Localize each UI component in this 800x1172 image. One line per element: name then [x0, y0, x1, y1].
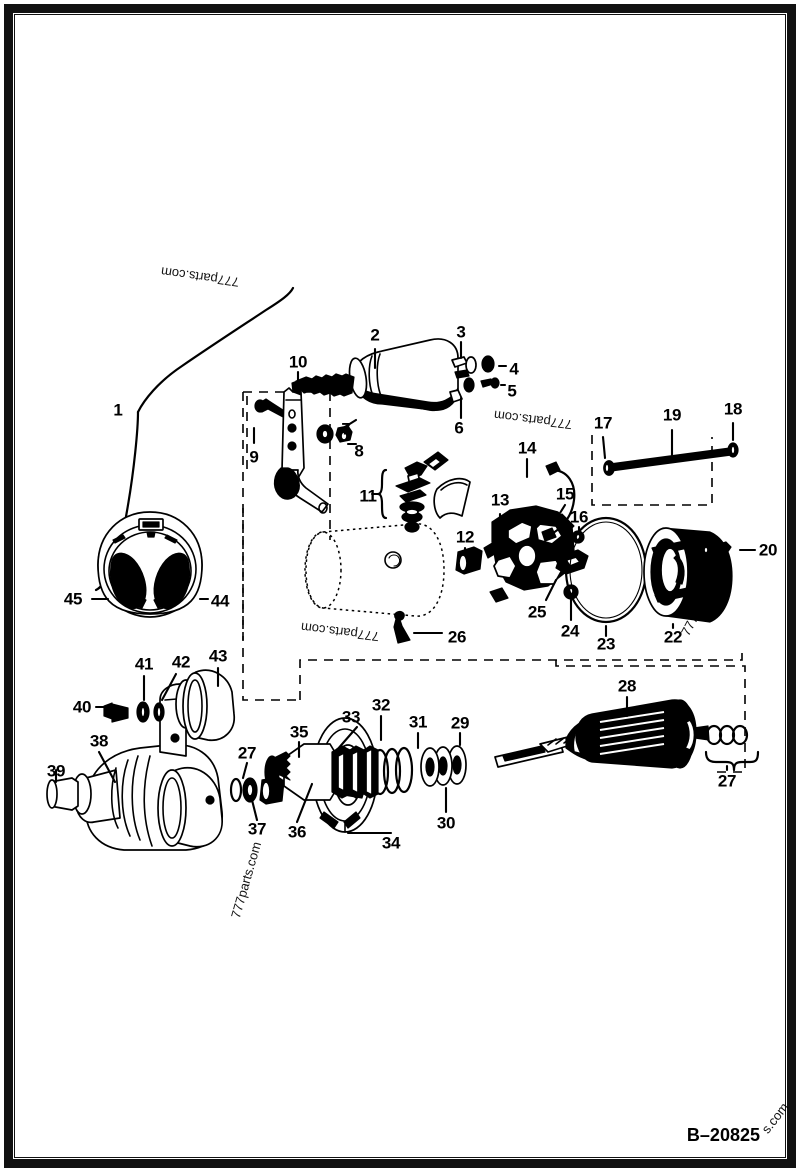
callout-1: 1 — [113, 400, 123, 420]
callout-29: 29 — [450, 713, 470, 733]
callout-45: 45 — [63, 589, 83, 609]
callout-25: 25 — [527, 602, 547, 622]
parts-17-19-through-bolt — [601, 421, 739, 476]
group-box-upper-right — [591, 435, 713, 506]
callout-7: 7 — [341, 419, 351, 439]
callout-35: 35 — [289, 722, 309, 742]
page-border-inner — [14, 14, 786, 1158]
callout-12: 12 — [455, 527, 475, 547]
callout-24: 24 — [560, 621, 580, 641]
group-box-lower-right — [555, 660, 746, 773]
part-39-bushing — [46, 768, 79, 811]
page-border-outer — [4, 4, 796, 1168]
part-38-drive-housing — [72, 669, 235, 851]
callout-18: 18 — [723, 399, 743, 419]
callout-13: 13 — [490, 490, 510, 510]
callout-4: 4 — [509, 359, 519, 379]
callout-5: 5 — [507, 381, 517, 401]
callout-22: 22 — [663, 627, 683, 647]
callout-10: 10 — [288, 352, 308, 372]
callout-26: 26 — [447, 627, 467, 647]
part-22-end-frame — [643, 527, 757, 630]
callout-36: 36 — [287, 822, 307, 842]
callout-37: 37 — [247, 819, 267, 839]
part-26-drum-housing — [304, 523, 445, 644]
parts-40-43-fasteners — [94, 666, 220, 723]
parts-35-36-drive-clutch — [264, 740, 379, 824]
callout-33: 33 — [341, 707, 361, 727]
part-9-screw — [252, 398, 287, 445]
parts-27a-37-washers — [229, 761, 285, 822]
callout-27b: 27 — [717, 771, 737, 791]
callout-3: 3 — [456, 322, 466, 342]
callout-23: 23 — [596, 634, 616, 654]
callout-42: 42 — [171, 652, 191, 672]
parts-3-6-fasteners — [459, 340, 508, 420]
callout-2: 2 — [370, 325, 380, 345]
callout-14: 14 — [517, 438, 537, 458]
callout-43: 43 — [208, 646, 228, 666]
callout-9: 9 — [249, 447, 259, 467]
callout-6: 6 — [454, 418, 464, 438]
callout-30: 30 — [436, 813, 456, 833]
part-12-bushing — [455, 546, 483, 575]
callout-32: 32 — [371, 695, 391, 715]
drawing-number: B–20825 — [686, 1125, 760, 1145]
callout-19: 19 — [662, 405, 682, 425]
parts-7-8-nut-washer — [316, 418, 358, 446]
callout-11: 11 — [359, 486, 377, 506]
callout-27a: 27 — [237, 743, 257, 763]
part-11-plunger-assembly — [370, 451, 471, 533]
callout-34: 34 — [381, 833, 401, 853]
part-10-shift-lever — [273, 370, 329, 514]
part-14-lead-wire — [525, 457, 576, 542]
callout-40: 40 — [72, 697, 92, 717]
parts-27b-washers — [704, 724, 760, 772]
callout-28: 28 — [617, 676, 637, 696]
group-box-center-lower — [299, 648, 743, 700]
part-44-45-field-frame — [90, 511, 210, 618]
callout-16: 16 — [569, 507, 589, 527]
callout-38: 38 — [89, 731, 109, 751]
parts-29-31-washers-spring — [370, 731, 467, 814]
callout-8: 8 — [354, 441, 364, 461]
callout-21: 21 — [702, 582, 722, 602]
callout-17: 17 — [593, 413, 613, 433]
callout-41: 41 — [134, 654, 154, 674]
callout-39: 39 — [46, 761, 66, 781]
callout-31: 31 — [408, 712, 428, 732]
callout-15: 15 — [555, 484, 575, 504]
part-28-armature — [494, 695, 710, 769]
callout-20: 20 — [758, 540, 778, 560]
part-2-solenoid — [291, 338, 470, 412]
callout-44: 44 — [210, 591, 230, 611]
